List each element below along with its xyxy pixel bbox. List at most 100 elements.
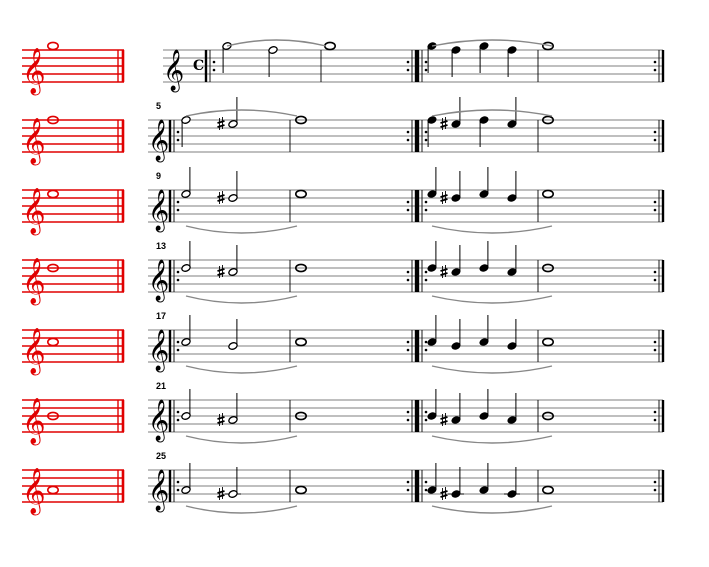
repeat-dot <box>653 60 657 64</box>
whole-note <box>294 337 307 347</box>
sharp-icon <box>440 413 448 426</box>
half-note <box>228 97 238 128</box>
treble-clef-icon: 𝄞 <box>148 329 169 372</box>
whole-note <box>46 41 59 51</box>
measure-number: 13 <box>156 241 166 251</box>
whole-note <box>541 485 554 495</box>
repeat-dot <box>424 348 428 352</box>
repeat-dot <box>424 60 428 64</box>
slur <box>185 109 298 117</box>
reference-staff: 𝄞 <box>22 115 125 166</box>
treble-clef-icon: 𝄞 <box>22 48 46 96</box>
treble-clef-icon: 𝄞 <box>22 328 46 376</box>
repeat-dot <box>424 278 428 282</box>
repeat-dot <box>406 418 410 422</box>
sharp-icon <box>440 191 448 204</box>
quarter-note <box>451 467 461 498</box>
half-note <box>181 463 191 494</box>
repeat-dot <box>176 340 180 344</box>
quarter-note <box>451 97 461 128</box>
whole-note <box>541 337 554 347</box>
repeat-dot <box>406 480 410 484</box>
quarter-note <box>427 167 437 198</box>
repeat-dot <box>653 130 657 134</box>
sharp-icon <box>217 265 225 278</box>
sharp-icon <box>440 487 448 500</box>
whole-note <box>46 263 59 273</box>
reference-staff: 𝄞 <box>22 328 125 376</box>
slur <box>431 295 553 304</box>
whole-note <box>541 263 554 273</box>
repeat-dot <box>406 138 410 142</box>
repeat-dot <box>653 340 657 344</box>
repeat-dot <box>424 130 428 134</box>
half-note <box>228 319 238 350</box>
reference-staff: 𝄞 <box>22 258 125 306</box>
slur <box>431 365 553 374</box>
whole-note <box>323 41 336 51</box>
slur <box>185 435 298 444</box>
quarter-note <box>507 467 517 498</box>
repeat-dot <box>406 410 410 414</box>
slur <box>431 225 553 234</box>
quarter-note <box>451 46 461 77</box>
repeat-dot <box>653 488 657 492</box>
repeat-dot <box>406 130 410 134</box>
treble-clef-icon: 𝄞 <box>22 468 46 516</box>
sharp-icon <box>217 487 225 500</box>
quarter-note <box>479 167 489 198</box>
sharp-icon <box>217 191 225 204</box>
measure-number: 5 <box>156 101 161 111</box>
whole-note <box>294 115 307 125</box>
reference-staff: 𝄞 <box>22 468 125 516</box>
repeat-dot <box>653 138 657 142</box>
repeat-dot <box>406 60 410 64</box>
whole-note <box>46 115 59 125</box>
whole-note <box>46 189 59 199</box>
system-4: 𝄞𝄞13 <box>22 241 665 306</box>
slur <box>185 225 298 234</box>
repeat-dot <box>424 68 428 72</box>
repeat-dot <box>176 480 180 484</box>
time-signature: C <box>193 58 204 74</box>
treble-clef-icon: 𝄞 <box>148 469 169 512</box>
quarter-note <box>507 393 517 424</box>
quarter-note <box>427 389 437 420</box>
whole-note <box>46 485 59 495</box>
half-note <box>228 467 238 498</box>
treble-clef-icon: 𝄞 <box>22 188 46 236</box>
repeat-dot <box>653 480 657 484</box>
main-staff: 𝄞9 <box>148 167 665 234</box>
system-5: 𝄞𝄞17 <box>22 311 665 376</box>
half-note <box>268 46 278 77</box>
repeat-dot <box>406 208 410 212</box>
repeat-dot <box>424 480 428 484</box>
half-note <box>181 116 191 147</box>
repeat-dot <box>176 418 180 422</box>
slur <box>185 365 298 374</box>
repeat-dot <box>424 410 428 414</box>
slur <box>431 109 553 117</box>
repeat-dot <box>406 340 410 344</box>
repeat-dot <box>406 68 410 72</box>
quarter-note <box>479 116 489 147</box>
quarter-note <box>427 116 437 147</box>
half-note <box>181 315 191 346</box>
measure-number: 21 <box>156 381 166 391</box>
repeat-dot <box>653 68 657 72</box>
treble-clef-icon: 𝄞 <box>148 119 169 162</box>
repeat-dot <box>653 418 657 422</box>
treble-clef-icon: 𝄞 <box>148 399 169 442</box>
quarter-note <box>479 389 489 420</box>
treble-clef-icon: 𝄞 <box>148 189 169 232</box>
quarter-note <box>507 245 517 276</box>
whole-note <box>294 485 307 495</box>
treble-clef-icon: 𝄞 <box>22 118 46 166</box>
repeat-dot <box>653 278 657 282</box>
repeat-dot <box>653 208 657 212</box>
system-2: 𝄞 𝄞 5 <box>22 97 665 166</box>
repeat-dot <box>176 200 180 204</box>
main-staff: 𝄞17 <box>148 311 665 374</box>
whole-note <box>294 189 307 199</box>
measure-number: 9 <box>156 171 161 181</box>
